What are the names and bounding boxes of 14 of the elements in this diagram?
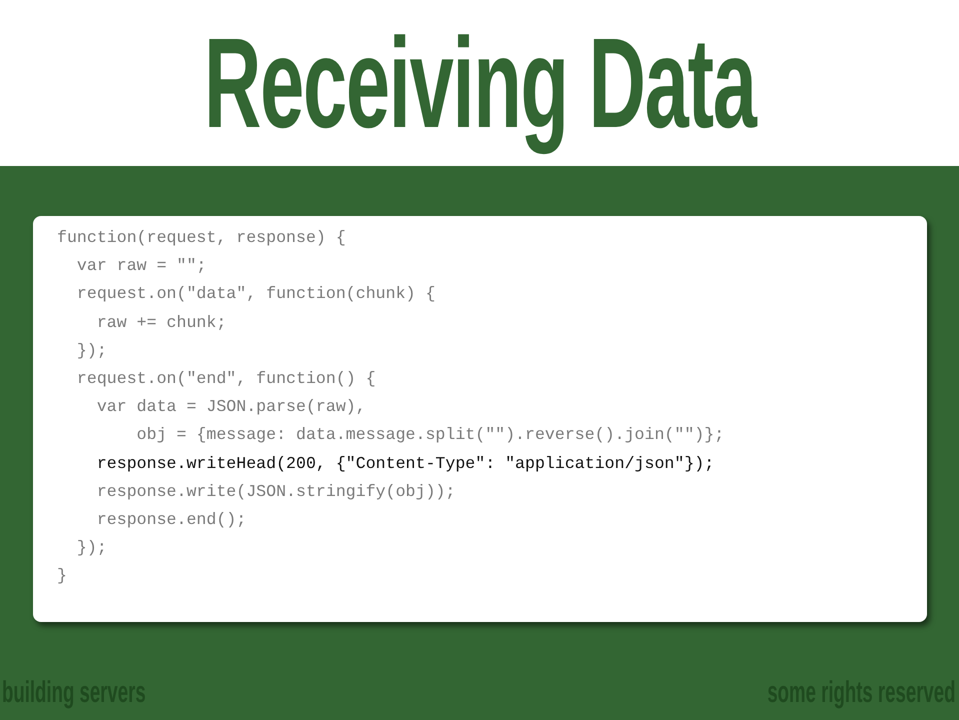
code-line: response.write(JSON.stringify(obj)); (96, 482, 456, 502)
code-line: var data = JSON.parse(raw), (96, 397, 366, 418)
code-line: } (57, 566, 67, 586)
code-line: raw += chunk; (96, 312, 226, 333)
code-line: function(request, response) { (57, 228, 346, 248)
code-line: response.end(); (96, 510, 246, 530)
code-line: }); (76, 538, 107, 558)
code-line: response.writeHead(200, {"Content-Type": "application/json"}); (96, 454, 714, 474)
code-line: request.on("data", function(chunk) { (76, 284, 436, 304)
code-line: request.on("end", function() { (76, 369, 376, 389)
slide-title: Receiving Data (204, 11, 756, 157)
code-line: }); (76, 340, 107, 361)
code-line: obj = {message: data.message.split("").reverse().join("")}; (136, 425, 724, 446)
code-line: var raw = ""; (76, 256, 206, 276)
